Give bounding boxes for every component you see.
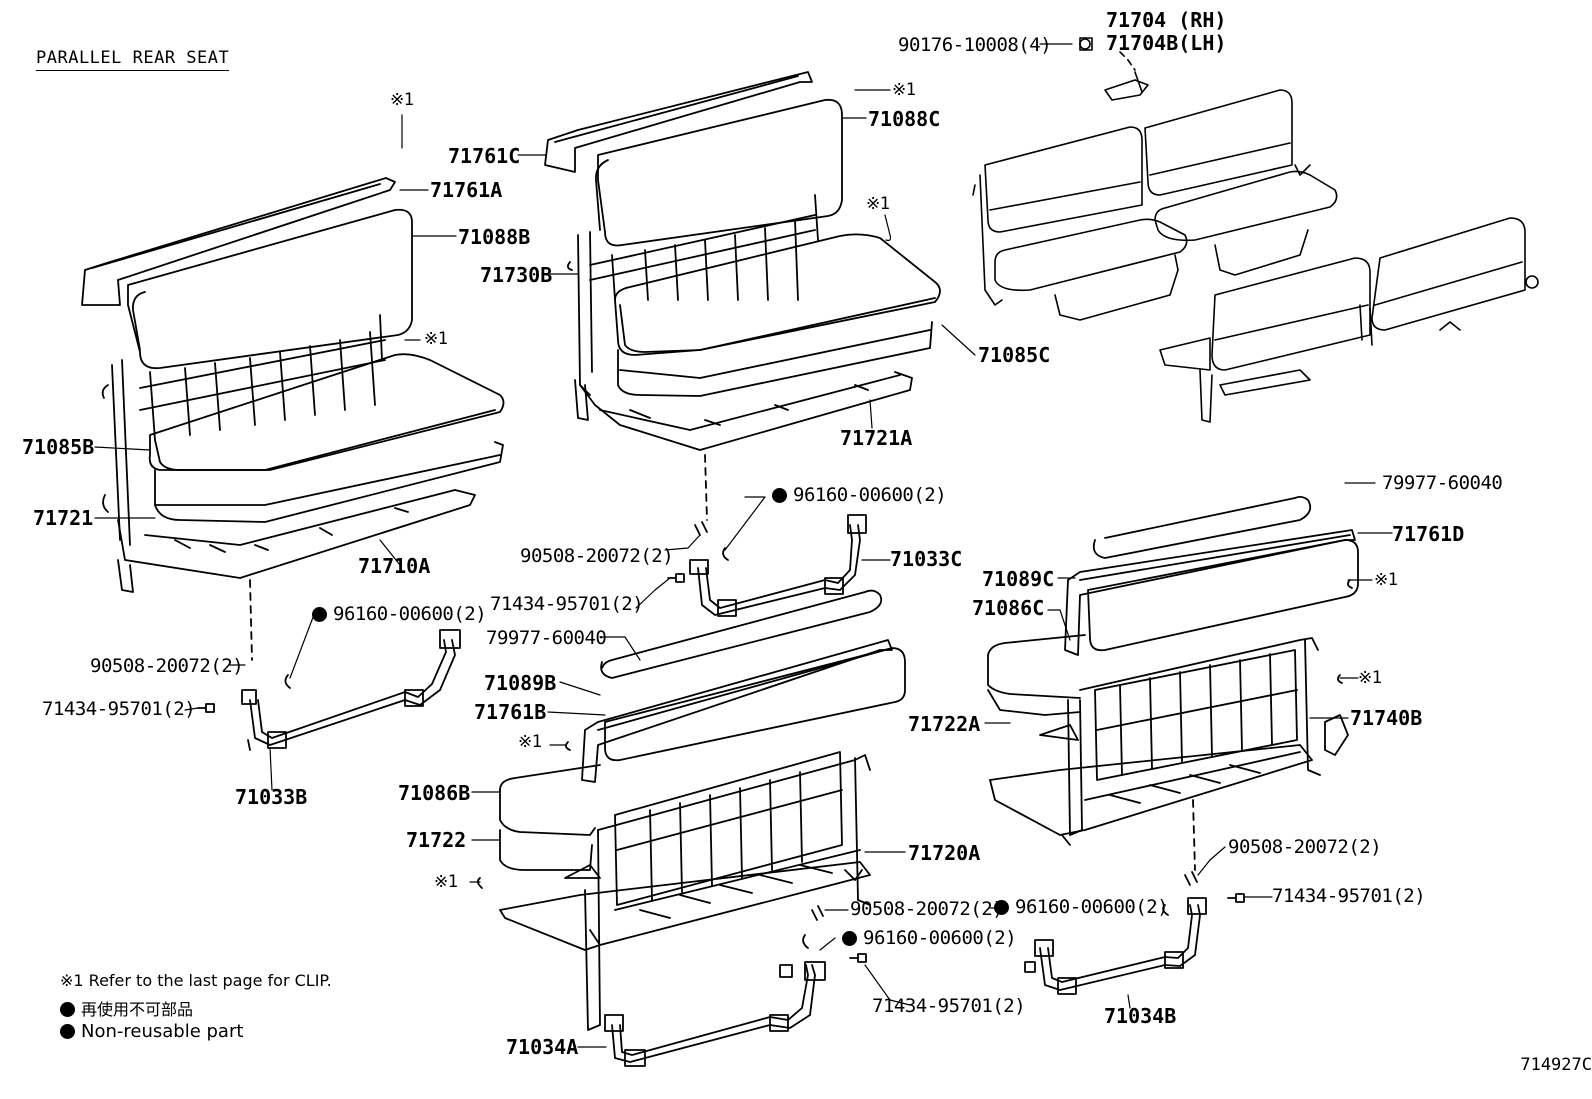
label-71434-95701-c: 71434-95701(2) <box>872 995 1026 1017</box>
left-seat-assembly <box>81 177 505 593</box>
right-seat-assembly <box>987 495 1359 846</box>
nonreusable-dot <box>772 488 787 503</box>
label-71085b: 71085B <box>22 435 95 459</box>
middle-lower-seat-assembly <box>477 589 906 1031</box>
label-71761b: 71761B <box>474 700 547 724</box>
leader-lines <box>94 43 1393 1048</box>
nonreusable-dot <box>312 607 327 622</box>
label-71720a: 71720A <box>908 841 981 865</box>
bracket-71034a <box>604 905 867 1067</box>
label-71434-95701-d: 71434-95701(2) <box>1272 885 1426 907</box>
label-71085c: 71085C <box>978 343 1051 367</box>
label-71034b: 71034B <box>1104 1004 1177 1028</box>
nonreusable-note-en: Non-reusable part <box>60 1021 243 1042</box>
small-seats-illustration <box>972 37 1539 423</box>
label-71721a: 71721A <box>840 426 913 450</box>
bracket-71033c <box>667 514 867 617</box>
label-71710a: 71710A <box>358 554 431 578</box>
label-71088b: 71088B <box>458 225 531 249</box>
label-79977-60040-a: 79977-60040 <box>486 627 607 649</box>
clip-note: ※1 Refer to the last page for CLIP. <box>60 971 332 990</box>
page-title: PARALLEL REAR SEAT <box>36 48 230 71</box>
clip-mark-7: ※1 <box>518 732 542 752</box>
label-71088c: 71088C <box>868 107 941 131</box>
bracket-71034b <box>1024 871 1245 995</box>
clip-mark-5: ※1 <box>1374 570 1398 590</box>
nonreusable-dot <box>842 931 857 946</box>
label-79977-60040-b: 79977-60040 <box>1382 472 1503 494</box>
label-71034a: 71034A <box>506 1035 579 1059</box>
clip-mark-1: ※1 <box>892 80 916 100</box>
label-71722a: 71722A <box>908 712 981 736</box>
label-71434-95701-a: 71434-95701(2) <box>490 593 644 615</box>
label-71740b: 71740B <box>1350 706 1423 730</box>
label-71722: 71722 <box>406 828 467 852</box>
label-90508-20072-a: 90508-20072(2) <box>520 545 674 567</box>
clip-mark-3: ※1 <box>866 194 890 214</box>
label-71704-rh: 71704 (RH) <box>1106 8 1227 32</box>
clip-mark-2: ※1 <box>390 90 414 110</box>
label-96160-00600-c: 96160-00600(2) <box>842 929 1017 948</box>
label-71761c: 71761C <box>448 144 521 168</box>
label-96160-00600-d: 96160-00600(2) <box>994 898 1169 917</box>
clip-mark-6: ※1 <box>1358 668 1382 688</box>
label-71086c: 71086C <box>972 596 1045 620</box>
label-90176-10008: 90176-10008(4) <box>898 34 1052 56</box>
nonreusable-dot <box>994 900 1009 915</box>
middle-upper-seat-assembly <box>544 71 941 451</box>
label-71089b: 71089B <box>484 671 557 695</box>
nonreusable-dot <box>60 1002 75 1017</box>
label-71089c: 71089C <box>982 567 1055 591</box>
label-71086b: 71086B <box>398 781 471 805</box>
label-90508-20072-c: 90508-20072(2) <box>850 898 1004 920</box>
clip-mark-8: ※1 <box>434 872 458 892</box>
label-71033c: 71033C <box>890 547 963 571</box>
diagram-id: 714927C <box>1520 1055 1592 1075</box>
bracket-71033b <box>197 629 461 751</box>
label-71761a: 71761A <box>430 178 503 202</box>
nonreusable-note-jp: 再使用不可部品 <box>60 996 193 1020</box>
label-71033b: 71033B <box>235 785 308 809</box>
label-96160-00600-b: 96160-00600(2) <box>312 605 487 624</box>
nonreusable-dot <box>60 1024 75 1039</box>
label-71761d: 71761D <box>1392 522 1465 546</box>
label-71730b: 71730B <box>480 263 553 287</box>
label-71434-95701-b: 71434-95701(2) <box>42 698 196 720</box>
label-71721: 71721 <box>33 506 94 530</box>
label-90508-20072-d: 90508-20072(2) <box>1228 836 1382 858</box>
label-71704b-lh: 71704B(LH) <box>1106 31 1227 55</box>
label-90508-20072-b: 90508-20072(2) <box>90 655 244 677</box>
label-96160-00600-a: 96160-00600(2) <box>772 486 947 505</box>
clip-mark-4: ※1 <box>424 329 448 349</box>
